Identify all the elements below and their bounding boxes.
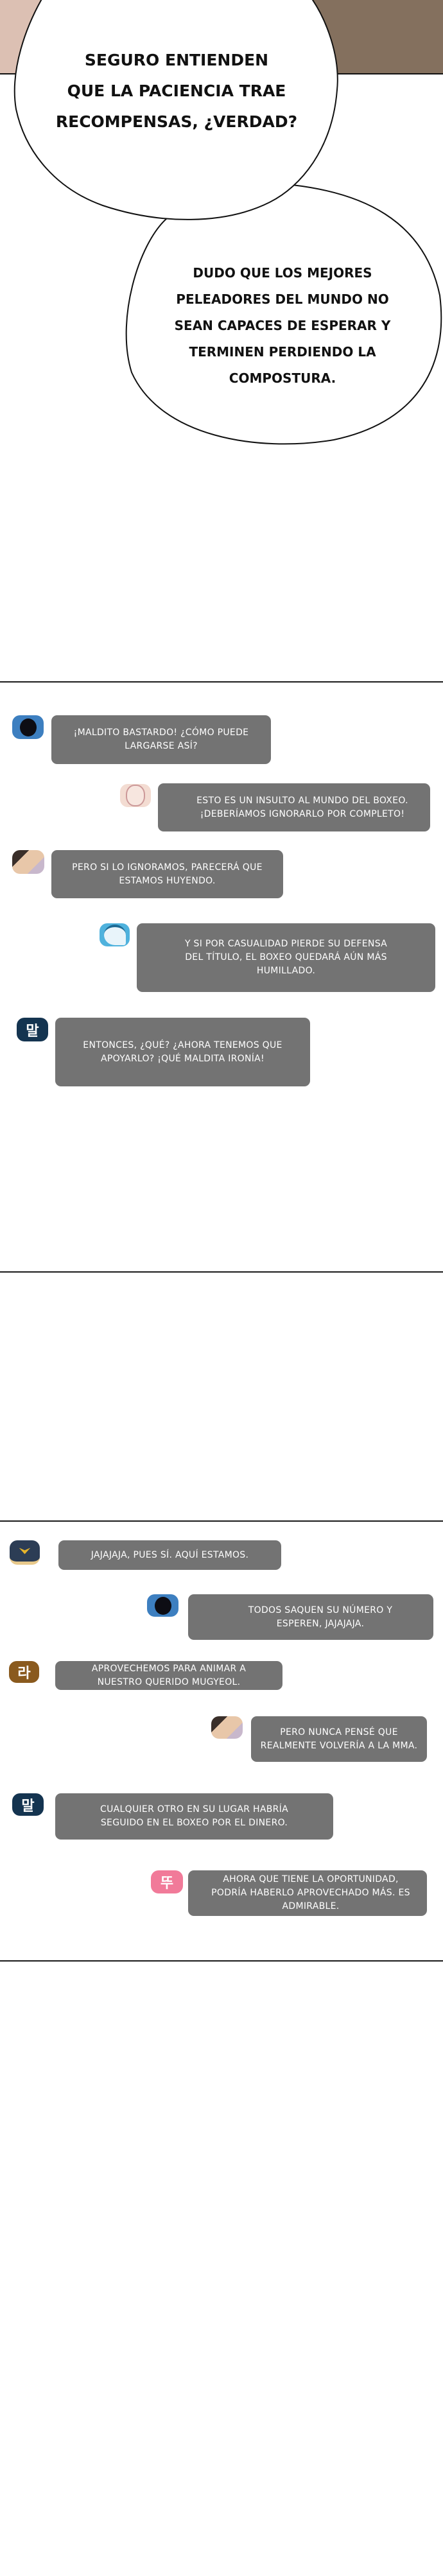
chat-message: PERO NUNCA PENSÉ QUE REALMENTE VOLVERÍA … <box>251 1716 427 1762</box>
speech-bubble-2-text: DUDO QUE LOS MEJORES PELEADORES DEL MUND… <box>174 265 391 386</box>
hood-avatar-icon <box>12 715 44 739</box>
speech-bubble-1 <box>13 0 338 220</box>
whale-avatar-icon <box>100 923 130 946</box>
chat-message: ENTONCES, ¿QUÉ? ¿AHORA TENEMOS QUE APOYA… <box>55 1018 310 1086</box>
speech-bubble-1-text: SEGURO ENTIENDEN QUE LA PACIENCIA TRAE R… <box>55 51 298 131</box>
pizza-guy-avatar-icon <box>211 1716 243 1739</box>
section-divider <box>0 1520 443 1522</box>
ttu-avatar-icon: 뚜 <box>151 1870 183 1893</box>
chat-message: TODOS SAQUEN SU NÚMERO Y ESPEREN, JAJAJA… <box>188 1594 433 1640</box>
woman-face-avatar-icon <box>120 784 151 807</box>
ra-avatar-icon: 라 <box>9 1661 39 1683</box>
chat-message: ESTO ES UN INSULTO AL MUNDO DEL BOXEO. ¡… <box>158 783 430 831</box>
chat-message: CUALQUIER OTRO EN SU LUGAR HABRÍA SEGUID… <box>55 1793 333 1840</box>
speech-bubbles <box>13 0 442 445</box>
mal-avatar-icon: 말 <box>12 1793 44 1816</box>
mal-avatar-icon: 말 <box>17 1018 48 1041</box>
hood-avatar-icon <box>147 1594 178 1617</box>
section-divider <box>0 681 443 683</box>
section-divider <box>0 1960 443 1962</box>
chat-message: Y SI POR CASUALIDAD PIERDE SU DEFENSA DE… <box>137 923 435 992</box>
chat-message: APROVECHEMOS PARA ANIMAR A NUESTRO QUERI… <box>55 1661 282 1690</box>
section-divider <box>0 1271 443 1273</box>
chat-message: AHORA QUE TIENE LA OPORTUNIDAD, PODRÍA H… <box>188 1870 427 1916</box>
pizza-guy-avatar-icon <box>12 850 44 874</box>
chat-message: JAJAJAJA, PUES SÍ. AQUÍ ESTAMOS. <box>58 1540 281 1570</box>
chat-message: ¡MALDITO BASTARDO! ¿CÓMO PUEDE LARGARSE … <box>51 715 271 764</box>
chat-message: PERO SI LO IGNORAMOS, PARECERÁ QUE ESTAM… <box>51 850 283 898</box>
police-cap-avatar-icon <box>10 1540 40 1565</box>
